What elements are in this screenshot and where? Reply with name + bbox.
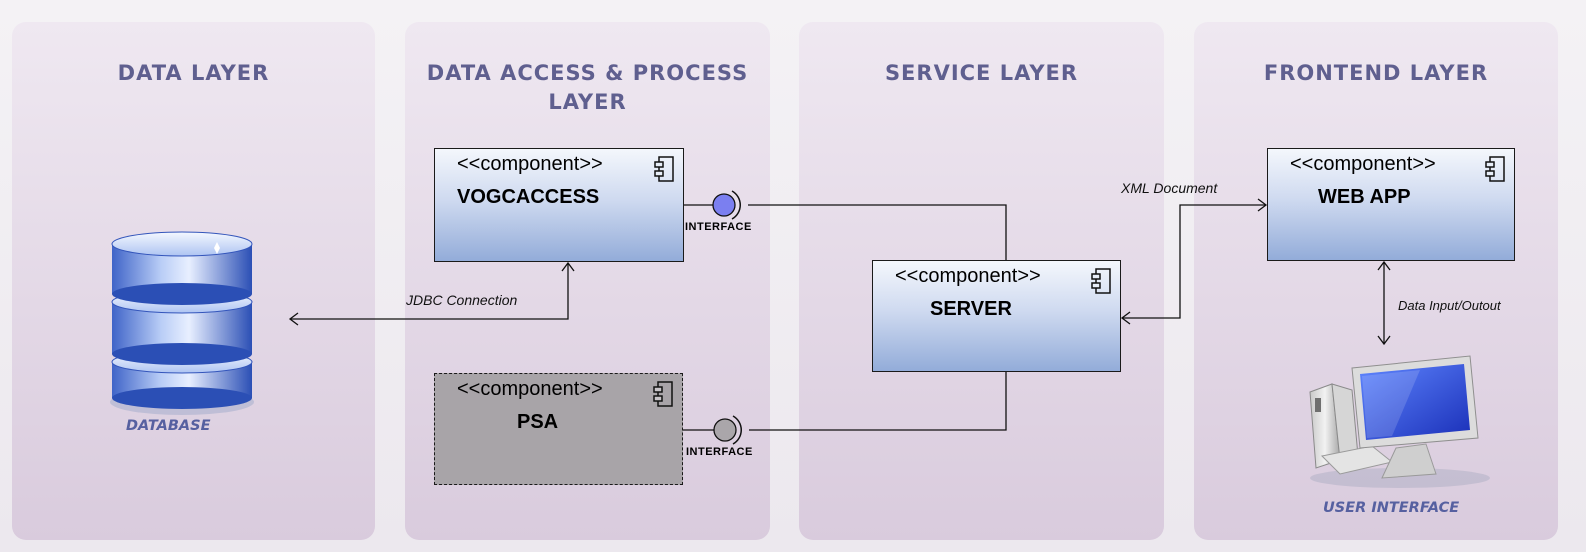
interface-label-bottom: INTERFACE [686, 446, 753, 458]
lane-title-service-layer: SERVICE LAYER [884, 61, 1079, 85]
user-interface-caption: USER INTERFACE [1323, 500, 1460, 516]
vogcaccess-name: VOGCACCESS [457, 186, 600, 208]
jdbc-connection-label: JDBC Connection [406, 292, 518, 308]
jdbc-connection-line [288, 261, 575, 326]
component-server: <<component>> SERVER [872, 260, 1121, 372]
interface-label-top: INTERFACE [685, 221, 752, 233]
component-icon [654, 156, 674, 182]
interface-top-connector [683, 190, 1007, 262]
component-icon [1091, 268, 1111, 294]
data-io-connector [1377, 260, 1391, 346]
component-icon [1485, 156, 1505, 182]
component-psa: <<component>> PSA [434, 373, 683, 485]
database-caption: DATABASE [126, 418, 211, 434]
component-vogcaccess: <<component>> VOGCACCESS [434, 148, 684, 262]
lane-title-data-access-line2: LAYER [548, 90, 627, 114]
psa-stereotype: <<component>> [457, 378, 603, 400]
database-icon [110, 231, 254, 415]
lane-title-frontend-layer: FRONTEND LAYER [1263, 61, 1489, 85]
interface-bottom-connector [682, 372, 1007, 445]
webapp-name: WEB APP [1318, 186, 1411, 208]
lane-title-data-access-line1: DATA ACCESS & PROCESS [426, 61, 749, 85]
vogcaccess-stereotype: <<component>> [457, 153, 603, 175]
xml-document-label: XML Document [1121, 180, 1218, 196]
server-stereotype: <<component>> [895, 265, 1041, 287]
data-io-label: Data Input/Outout [1398, 298, 1501, 313]
lane-title-data-layer: DATA LAYER [117, 61, 270, 85]
xml-document-connector [1120, 198, 1268, 325]
component-webapp: <<component>> WEB APP [1267, 148, 1515, 261]
server-name: SERVER [930, 298, 1012, 320]
component-icon [653, 381, 673, 407]
computer-icon [1309, 355, 1490, 488]
webapp-stereotype: <<component>> [1290, 153, 1436, 175]
psa-name: PSA [517, 411, 559, 433]
